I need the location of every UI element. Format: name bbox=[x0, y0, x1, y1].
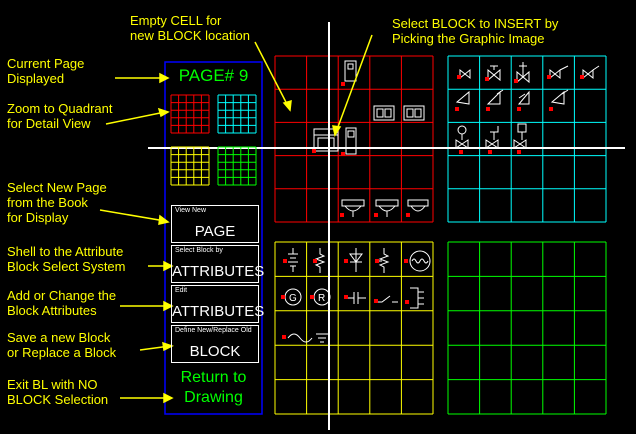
return-to-drawing-button[interactable]: Return to Drawing bbox=[165, 368, 262, 408]
window-double-icon[interactable] bbox=[373, 105, 425, 121]
terminal-block-icon bbox=[405, 287, 424, 309]
ground-icon bbox=[282, 333, 328, 343]
note-save-block: Save a new Block or Replace a Block bbox=[7, 330, 117, 360]
cabinet-tall-icon[interactable] bbox=[341, 127, 357, 156]
note-current-page: Current Page Displayed bbox=[7, 56, 85, 86]
view-new-page-button[interactable]: View New PAGE bbox=[171, 205, 259, 243]
relief-valve-icon bbox=[580, 65, 600, 80]
note-select-new-page: Select New Page from the Book for Displa… bbox=[7, 180, 107, 225]
zoom-quadrant-yellow[interactable] bbox=[170, 146, 210, 186]
note-empty-cell: Empty CELL for new BLOCK location bbox=[130, 13, 250, 43]
define-block-button[interactable]: Define New/Replace Old BLOCK bbox=[171, 325, 259, 363]
diode-icon bbox=[344, 248, 363, 272]
cyan-quadrant-valve-blocks[interactable] bbox=[455, 62, 600, 154]
battery-icon bbox=[283, 248, 298, 272]
relay-icon: R bbox=[310, 288, 331, 306]
capacitor-icon bbox=[344, 292, 366, 304]
generator-icon: G bbox=[281, 288, 302, 306]
note-shell: Shell to the Attribute Block Select Syst… bbox=[7, 244, 126, 274]
angle-valve-4-icon bbox=[549, 89, 569, 111]
svg-text:G: G bbox=[289, 293, 297, 304]
select-by-attributes-label: ATTRIBUTES bbox=[172, 263, 265, 280]
note-select-block: Select BLOCK to INSERT by Picking the Gr… bbox=[392, 16, 559, 46]
note-exit: Exit BL with NO BLOCK Selection bbox=[7, 377, 109, 407]
control-valve-icon bbox=[514, 62, 530, 84]
return-to-label: Return to bbox=[180, 369, 247, 386]
view-new-page-label: PAGE bbox=[194, 223, 236, 240]
motor-valve-icon bbox=[513, 123, 527, 154]
switch-icon bbox=[374, 295, 398, 303]
callout-arrows bbox=[99, 34, 373, 404]
red-quadrant-blocks[interactable] bbox=[312, 60, 429, 217]
resistor-icon bbox=[313, 248, 326, 273]
diaphragm-valve-icon bbox=[455, 125, 469, 154]
zoom-quadrant-green[interactable] bbox=[217, 146, 257, 186]
globe-valve-icon bbox=[485, 65, 501, 82]
quadrant-red-grid[interactable] bbox=[274, 55, 434, 223]
svg-text:R: R bbox=[318, 293, 325, 304]
yellow-quadrant-electrical-blocks[interactable]: G R bbox=[281, 248, 431, 343]
quadrant-cyan-grid[interactable] bbox=[447, 55, 607, 223]
sink-icon[interactable] bbox=[340, 199, 429, 217]
edit-attributes-button[interactable]: Edit ATTRIBUTES bbox=[171, 285, 265, 323]
zoom-quadrant-red[interactable] bbox=[170, 94, 210, 134]
select-by-attributes-caption: Select Block by bbox=[175, 247, 223, 254]
menu-panel-border bbox=[164, 61, 263, 415]
view-new-page-caption: View New bbox=[175, 207, 206, 214]
door-symbol-icon[interactable] bbox=[341, 60, 357, 86]
page-number-label: PAGE# 9 bbox=[178, 66, 249, 85]
angle-valve-3-icon bbox=[517, 90, 530, 111]
check-valve-icon bbox=[547, 65, 569, 80]
select-by-attributes-button[interactable]: Select Block by ATTRIBUTES bbox=[171, 245, 265, 283]
zoom-quadrant-cyan[interactable] bbox=[217, 94, 257, 134]
edit-attributes-label: ATTRIBUTES bbox=[172, 303, 265, 320]
edit-attributes-caption: Edit bbox=[175, 287, 188, 294]
define-block-caption: Define New/Replace Old bbox=[175, 327, 252, 334]
solenoid-valve-icon bbox=[485, 126, 499, 154]
angle-valve-icon bbox=[455, 90, 470, 111]
note-zoom: Zoom to Quadrant for Detail View bbox=[7, 101, 113, 131]
note-add-change: Add or Change the Block Attributes bbox=[7, 288, 117, 318]
quadrant-green-grid[interactable] bbox=[447, 241, 607, 415]
potentiometer-icon bbox=[375, 248, 390, 273]
define-block-label: BLOCK bbox=[189, 343, 241, 360]
ac-source-icon bbox=[404, 250, 431, 272]
gate-valve-icon bbox=[457, 68, 471, 80]
drawing-label: Drawing bbox=[184, 389, 243, 406]
angle-valve-2-icon bbox=[486, 89, 504, 111]
quadrant-yellow-grid[interactable] bbox=[274, 241, 434, 415]
